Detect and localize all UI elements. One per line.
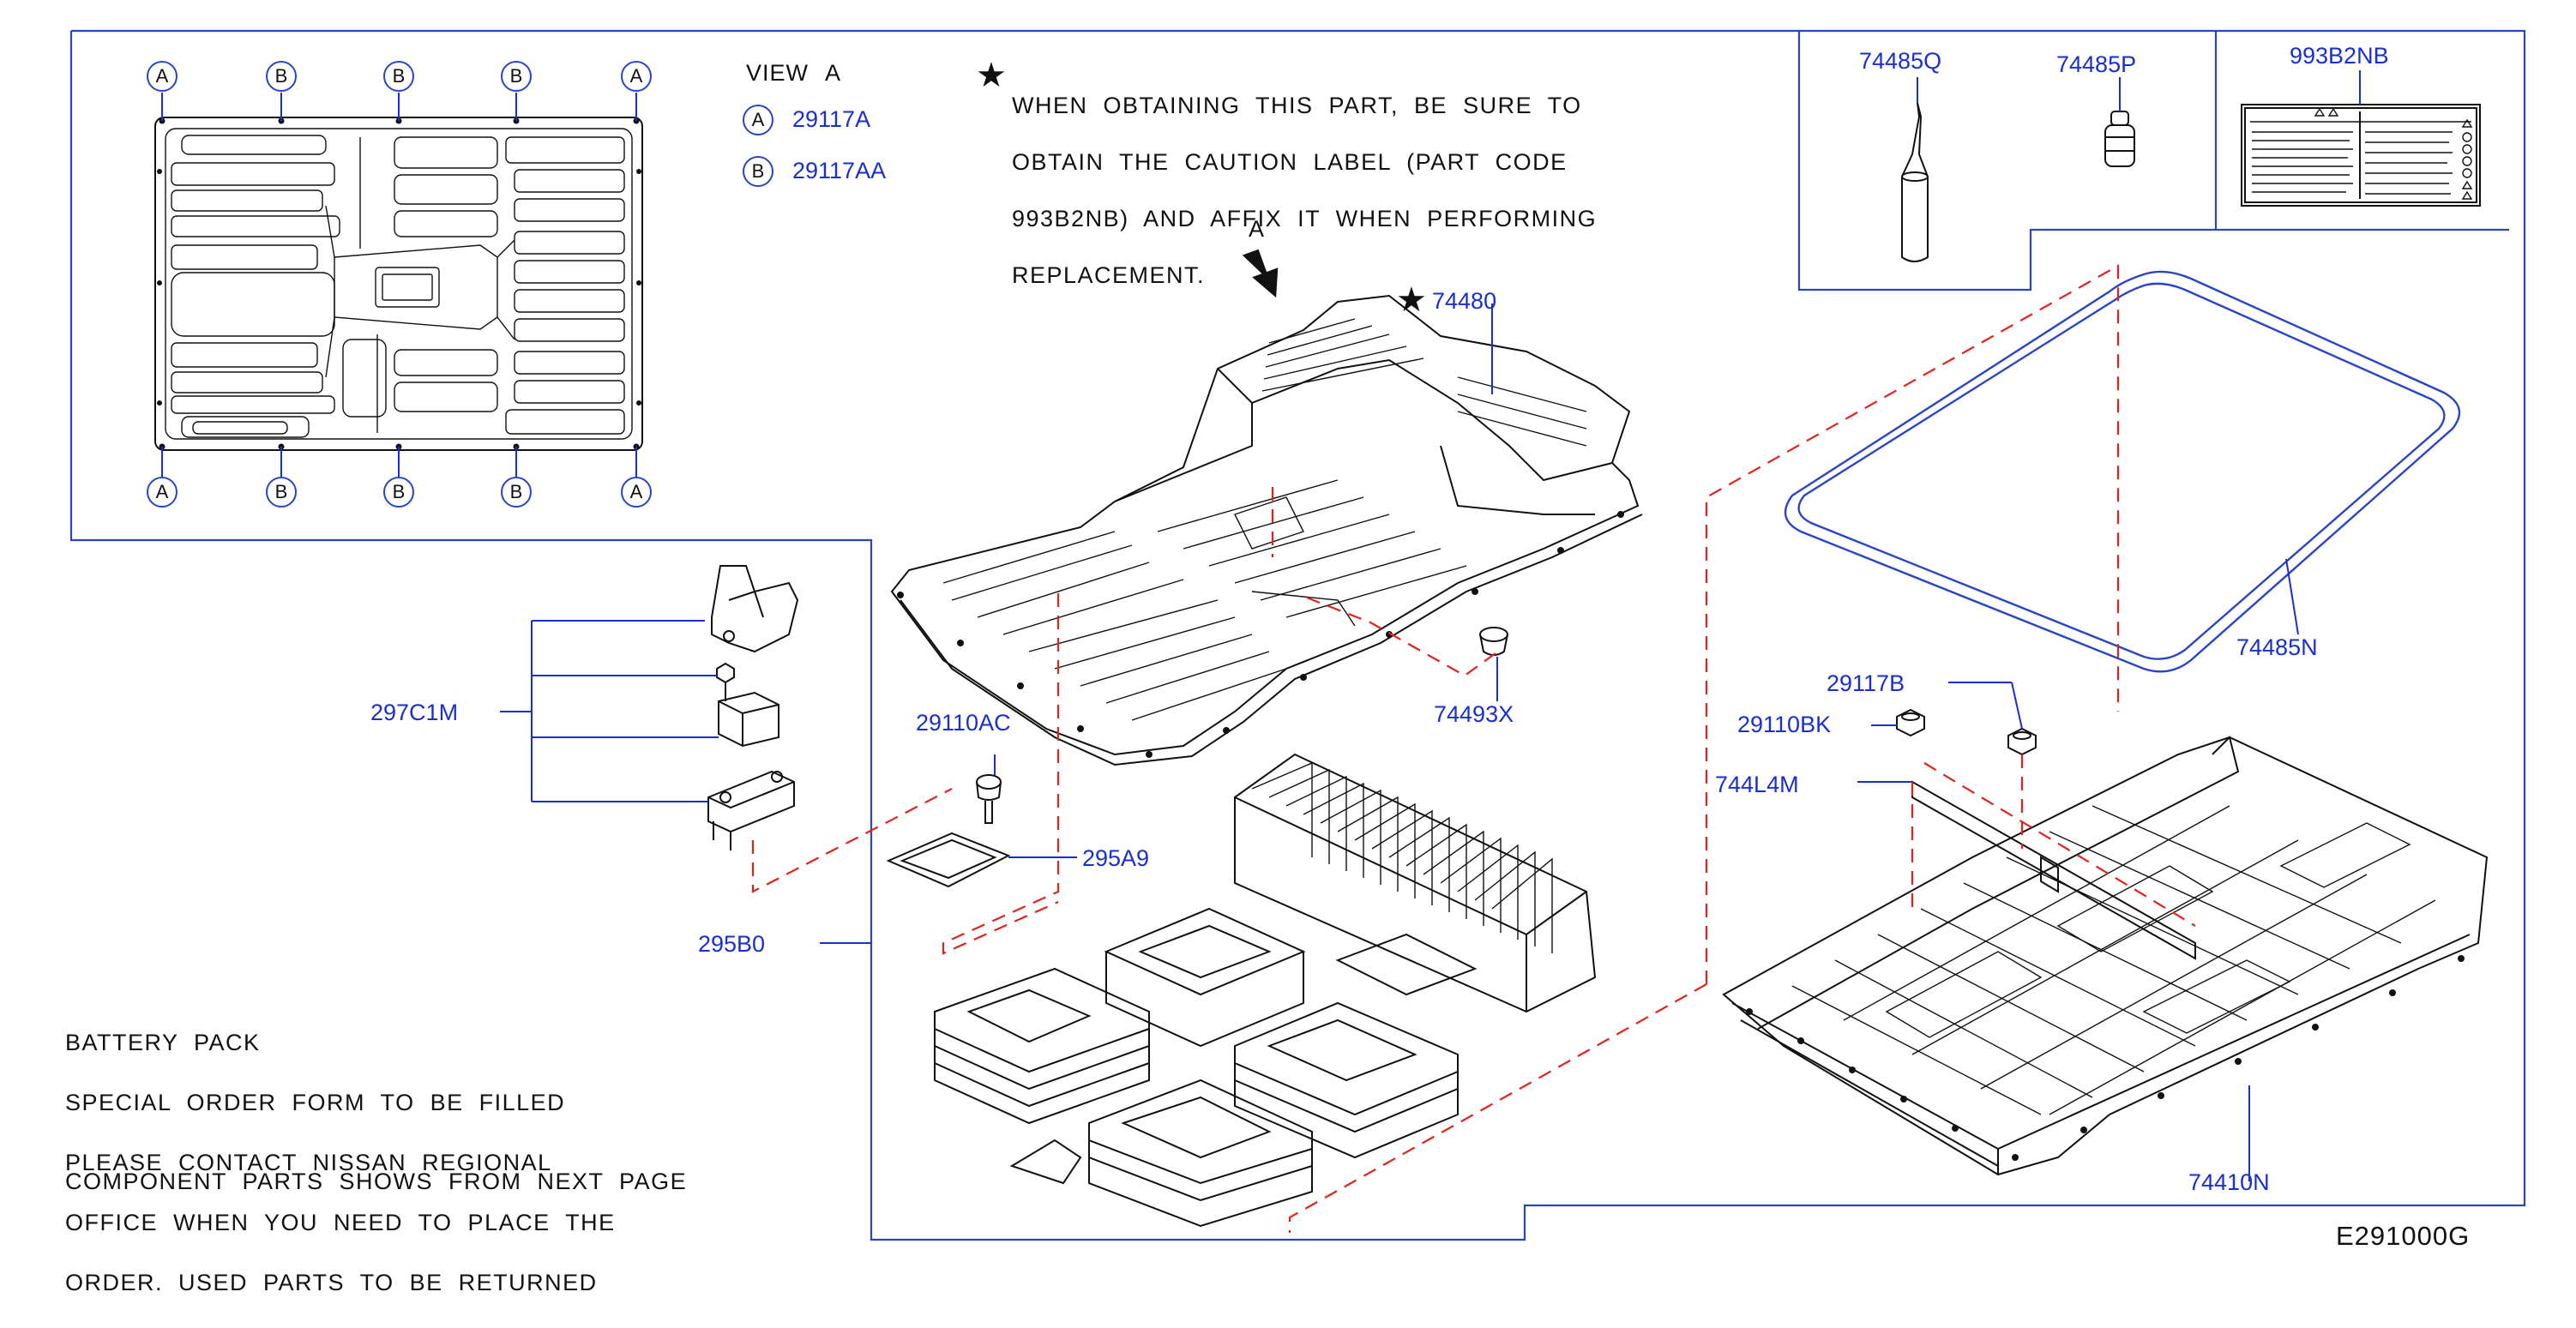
pack-note-line-2: SPECIAL ORDER FORM TO BE FILLED (65, 1090, 566, 1115)
pack-note-line-3: PLEASE CONTACT NISSAN REGIONAL (65, 1150, 552, 1175)
marker-b-bottom-3: B (501, 477, 532, 508)
figure-code: E291000G (2336, 1221, 2471, 1251)
marker-a-top-1: A (147, 61, 178, 92)
legend-marker-b: B (743, 156, 773, 187)
supplies-frame (1797, 31, 2509, 291)
caution-line-3: 993B2NB) AND AFFIX IT WHEN PERFORMING (1012, 206, 1598, 231)
view-arrow (1242, 249, 1279, 298)
view-title: VIEW A (746, 60, 842, 86)
caution-line-4: REPLACEMENT. (1012, 262, 1206, 288)
marker-b-top-2: B (383, 61, 414, 92)
main-frame (69, 29, 2526, 1241)
lower-case-drawing (1722, 736, 2489, 1176)
pack-note-line-5: ORDER. USED PARTS TO BE RETURNED (65, 1270, 598, 1295)
part-29110BK[interactable]: 29110BK (1737, 712, 1832, 737)
pack-note-line-1: BATTERY PACK (65, 1030, 261, 1055)
marker-b-top-1: B (266, 61, 297, 92)
plug-74493X (1479, 627, 1508, 656)
parts-diagram: .fr { fill:none; stroke:#2a44c8; stroke-… (65, 29, 2526, 1295)
caution-note: WHEN OBTAINING THIS PART, BE SURE TO OBT… (1012, 63, 1597, 318)
upper-case-star-icon: ★ (1396, 281, 1427, 319)
bolt-29110AC (976, 774, 1002, 824)
upper-case-drawing (890, 294, 1643, 766)
caution-line-1: WHEN OBTAINING THIS PART, BE SURE TO (1012, 93, 1582, 118)
caution-star-icon: ★ (976, 57, 1007, 94)
component-note: COMPONENT PARTS SHOWS FROM NEXT PAGE (65, 1169, 688, 1194)
part-74485P[interactable]: 74485P (2056, 51, 2137, 77)
marker-a-top-2: A (621, 61, 652, 92)
service-plug-297C1M (707, 565, 799, 850)
view-a-plate (154, 93, 643, 477)
part-74410N[interactable]: 74410N (2188, 1169, 2270, 1195)
primer-bottle-drawing (2104, 77, 2135, 167)
legend-marker-a: A (743, 105, 773, 135)
marker-b-top-3: B (501, 61, 532, 92)
part-295B0[interactable]: 295B0 (698, 931, 766, 957)
battery-pack-note: BATTERY PACK SPECIAL ORDER FORM TO BE FI… (65, 998, 616, 1328)
view-arrow-label: A (1249, 216, 1266, 242)
nut-29110BK (1896, 708, 1925, 737)
part-295A9[interactable]: 295A9 (1082, 845, 1150, 871)
caution-label-drawing (2241, 70, 2481, 207)
part-74480[interactable]: 74480 (1432, 288, 1497, 314)
caution-line-2: OBTAIN THE CAUTION LABEL (PART CODE (1012, 149, 1568, 175)
part-74493X[interactable]: 74493X (1434, 701, 1514, 727)
diagram-drawing: .fr { fill:none; stroke:#2a44c8; stroke-… (69, 29, 2526, 1241)
sealant-tube-drawing (1901, 77, 1929, 262)
legend-part-b[interactable]: 29117AA (792, 158, 887, 183)
marker-a-bottom-2: A (621, 477, 652, 508)
part-993B2NB[interactable]: 993B2NB (2290, 43, 2389, 69)
part-29117B[interactable]: 29117B (1827, 670, 1905, 696)
gasket-drawing (1784, 270, 2461, 673)
part-74485N[interactable]: 74485N (2236, 634, 2318, 660)
marker-b-bottom-2: B (383, 477, 414, 508)
part-74485Q[interactable]: 74485Q (1859, 48, 1942, 74)
part-744L4M[interactable]: 744L4M (1715, 772, 1799, 797)
gasket-295A9 (886, 832, 1011, 888)
marker-b-bottom-1: B (266, 477, 297, 508)
marker-a-bottom-1: A (147, 477, 178, 508)
pack-note-line-4: OFFICE WHEN YOU NEED TO PLACE THE (65, 1210, 616, 1235)
part-297C1M[interactable]: 297C1M (370, 700, 459, 725)
part-29110AC[interactable]: 29110AC (916, 710, 1011, 736)
nut-29117B (2007, 727, 2037, 756)
legend-part-a[interactable]: 29117A (792, 106, 871, 132)
battery-modules-drawing (934, 753, 1597, 1228)
